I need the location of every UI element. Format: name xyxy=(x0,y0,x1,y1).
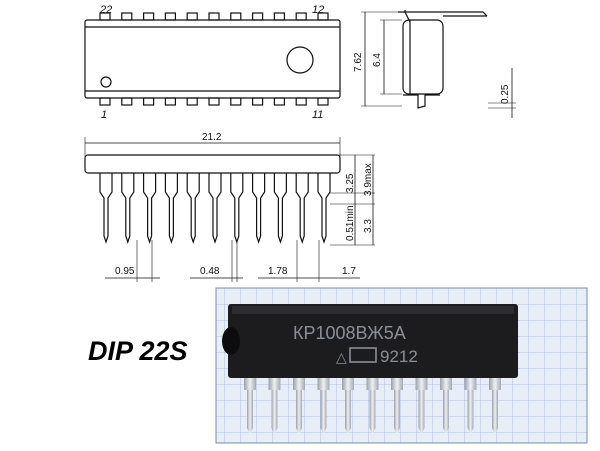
photo-logo-delta: △ xyxy=(336,349,347,365)
top-view-dimple-large xyxy=(286,46,314,74)
top-view-lower-pin xyxy=(252,97,264,106)
top-view-upper-pin xyxy=(121,12,133,21)
side-view-lead-top xyxy=(398,11,488,17)
front-view-pin xyxy=(295,173,309,244)
photo-pin-shoulder xyxy=(366,376,379,390)
front-view-pin xyxy=(164,173,178,244)
front-dim-h-max: 3.9max xyxy=(363,163,374,196)
photo-pins xyxy=(244,376,501,434)
photo-chip-top-shine xyxy=(232,306,514,314)
top-view-lower-pins xyxy=(99,97,329,106)
front-dim-standoff: 0.51min xyxy=(345,205,356,241)
photo-marking-line1: КР1008ВЖ5А xyxy=(293,323,406,343)
top-view-upper-pin xyxy=(208,12,220,21)
side-dim-762: 7.62 xyxy=(353,52,364,72)
photo-pin-lead xyxy=(247,390,253,434)
top-view-lower-pin xyxy=(317,97,329,106)
front-dim-lead-width: 0.95 xyxy=(115,266,135,277)
photo-pin-shoulder xyxy=(464,376,477,390)
side-view-lead-bottom xyxy=(403,94,440,109)
front-dim-length: 21.2 xyxy=(202,132,222,143)
front-dim-h-body: 3.25 xyxy=(345,173,356,193)
top-view-upper-pin xyxy=(164,12,176,21)
chip-photo: КР1008ВЖ5А △ 9212 xyxy=(215,287,588,444)
top-view xyxy=(84,12,341,106)
photo-pin-shoulder xyxy=(268,376,281,390)
top-view-upper-pins xyxy=(99,12,329,21)
top-view-lower-pin xyxy=(164,97,176,106)
front-dim-pin-width: 0.48 xyxy=(200,266,220,277)
top-view-upper-pin xyxy=(252,12,264,21)
photo-pin-shoulder xyxy=(489,376,501,390)
front-view-pin xyxy=(121,173,135,244)
photo-pin-shoulder xyxy=(244,376,256,390)
photo-pin-shoulder xyxy=(440,376,452,390)
side-dim-64: 6.4 xyxy=(372,53,383,67)
top-view-upper-pin xyxy=(230,12,242,21)
photo-pin-shoulder xyxy=(293,376,305,390)
top-view-upper-pin xyxy=(186,12,198,21)
top-view-lower-pin xyxy=(230,97,242,106)
photo-logo-box xyxy=(349,347,377,363)
front-view-body xyxy=(84,154,341,174)
photo-chip-notch xyxy=(222,327,240,355)
top-view-lower-pin xyxy=(99,97,111,106)
top-view-lower-pin xyxy=(208,97,220,106)
photo-pin-shoulder xyxy=(342,376,354,390)
top-view-lower-pin xyxy=(295,97,307,106)
photo-pin-lead xyxy=(418,390,425,434)
front-dim-pitch: 1.78 xyxy=(268,266,288,277)
front-view-pin xyxy=(230,173,244,244)
front-view-pin xyxy=(99,173,113,244)
top-view-lower-pin xyxy=(273,97,285,106)
photo-pin-lead xyxy=(320,390,327,434)
top-view-upper-pin xyxy=(143,12,155,21)
front-view-pin xyxy=(208,173,222,244)
top-view-lower-pin xyxy=(143,97,155,106)
side-view-body xyxy=(402,19,444,95)
top-view-lower-pin xyxy=(121,97,133,106)
photo-pin-shoulder xyxy=(415,376,428,390)
photo-pin-lead xyxy=(369,390,376,434)
photo-marking-line2: 9212 xyxy=(380,347,418,366)
front-view-pin xyxy=(252,173,266,244)
front-dim-pin-end: 1.7 xyxy=(342,266,356,277)
pin-label-top-left: 22 xyxy=(99,4,112,16)
top-view-body xyxy=(84,19,341,99)
front-dim-pin-len: 3.3 xyxy=(363,219,374,233)
top-view-upper-pin xyxy=(273,12,285,21)
photo-pin-lead xyxy=(271,390,278,434)
front-view xyxy=(84,137,375,282)
photo-pin-lead xyxy=(467,390,474,434)
front-view-pin xyxy=(186,173,200,244)
side-dim-025: 0.25 xyxy=(500,84,511,104)
photo-chip-body xyxy=(228,304,518,378)
pin-label-top-right: 12 xyxy=(312,4,324,16)
package-title: DIP 22S xyxy=(88,336,188,366)
side-view xyxy=(361,10,516,118)
photo-pin-lead xyxy=(492,390,498,434)
photo-pin-lead xyxy=(394,390,400,434)
photo-pin-lead xyxy=(296,390,302,434)
pin-label-bottom-left: 1 xyxy=(101,109,107,121)
photo-pin-lead xyxy=(345,390,351,434)
photo-pin-shoulder xyxy=(317,376,330,390)
top-view-pin1-marker xyxy=(100,76,112,88)
photo-pin-shoulder xyxy=(391,376,403,390)
photo-pin-lead xyxy=(443,390,449,434)
front-view-pin xyxy=(143,173,157,244)
pin-label-bottom-right: 11 xyxy=(312,109,323,121)
front-view-pin xyxy=(273,173,287,244)
top-view-lower-pin xyxy=(186,97,198,106)
front-view-pin xyxy=(317,173,331,244)
front-view-pins xyxy=(99,173,331,244)
top-view-upper-pin xyxy=(295,12,307,21)
